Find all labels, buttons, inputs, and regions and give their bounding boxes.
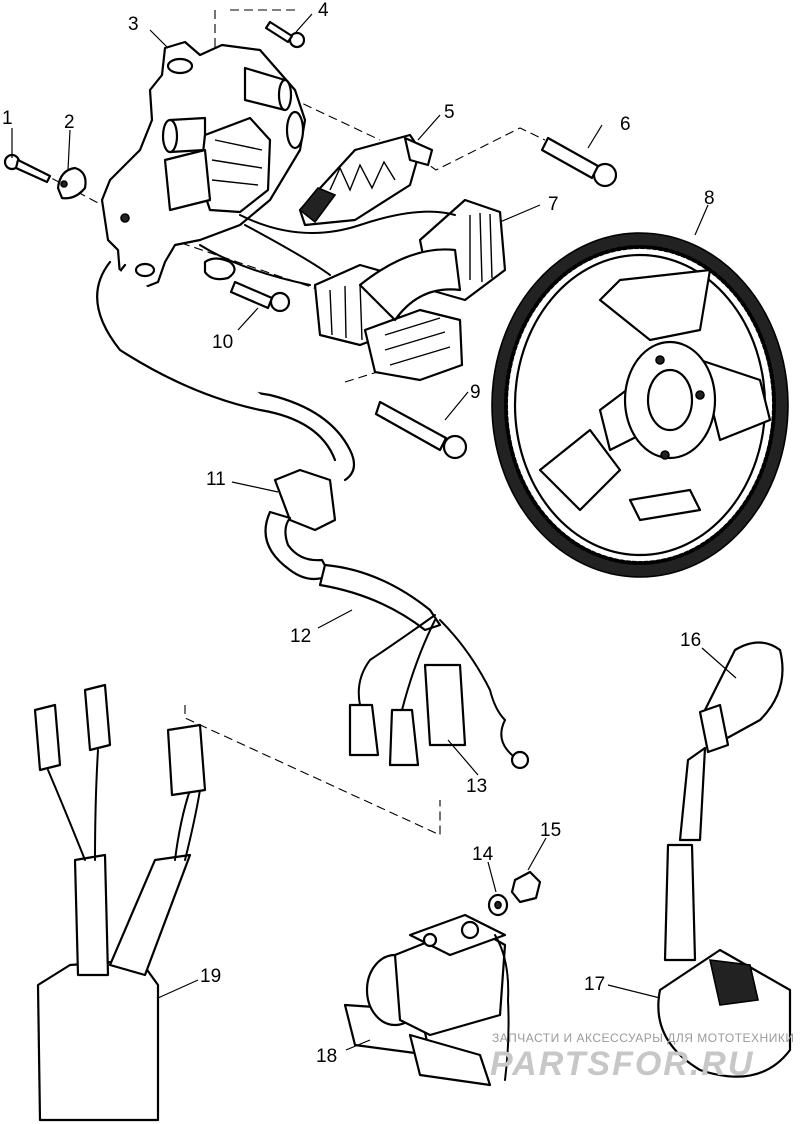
callout-7: 7 bbox=[548, 194, 559, 215]
callout-1: 1 bbox=[2, 108, 13, 129]
callout-6: 6 bbox=[620, 114, 631, 135]
callout-16: 16 bbox=[680, 630, 701, 651]
cdi-box bbox=[33, 683, 207, 1122]
callout-9: 9 bbox=[470, 382, 481, 403]
callout-5: 5 bbox=[444, 102, 455, 123]
connector-leads bbox=[348, 614, 530, 770]
lighting-coil-module bbox=[298, 133, 434, 227]
screw-4 bbox=[264, 20, 306, 49]
stator-coil-assembly bbox=[161, 66, 293, 214]
clamp-2 bbox=[56, 166, 87, 200]
callout-14: 14 bbox=[472, 844, 494, 865]
callout-4: 4 bbox=[318, 0, 329, 21]
watermark: ЗАПЧАСТИ И АКСЕССУАРЫ ДЛЯ МОТОТЕХНИКИ PA… bbox=[490, 1031, 794, 1083]
flywheel bbox=[491, 232, 789, 578]
callout-19: 19 bbox=[200, 966, 221, 987]
starter-solenoid bbox=[343, 913, 510, 1087]
washer-14 bbox=[487, 893, 509, 917]
leader-lines bbox=[11, 13, 737, 1051]
callout-labels: 1 2 3 4 5 6 7 8 9 10 11 12 13 14 15 16 1… bbox=[2, 0, 715, 1067]
charging-coil-assembly bbox=[313, 198, 507, 382]
nut-15 bbox=[510, 870, 542, 904]
screw-6 bbox=[540, 136, 618, 188]
watermark-tagline: ЗАПЧАСТИ И АКСЕССУАРЫ ДЛЯ МОТОТЕХНИКИ bbox=[492, 1031, 794, 1045]
callout-12: 12 bbox=[290, 626, 311, 647]
callout-8: 8 bbox=[704, 188, 715, 209]
callout-11: 11 bbox=[206, 469, 226, 490]
spark-plug-cap bbox=[678, 641, 784, 842]
wire-harness bbox=[96, 260, 442, 632]
callout-2: 2 bbox=[64, 112, 75, 133]
callout-17: 17 bbox=[584, 974, 605, 995]
callout-15: 15 bbox=[540, 820, 561, 841]
ignition-coil bbox=[657, 843, 792, 1078]
screw-1 bbox=[3, 153, 52, 184]
callout-10: 10 bbox=[212, 332, 233, 353]
stator-wires bbox=[199, 210, 456, 286]
callout-18: 18 bbox=[316, 1046, 337, 1067]
watermark-logo: PARTSFOR.RU bbox=[490, 1045, 754, 1083]
callout-3: 3 bbox=[128, 14, 139, 35]
screw-9 bbox=[374, 400, 468, 460]
callout-13: 13 bbox=[466, 776, 487, 797]
screw-10 bbox=[229, 280, 291, 313]
